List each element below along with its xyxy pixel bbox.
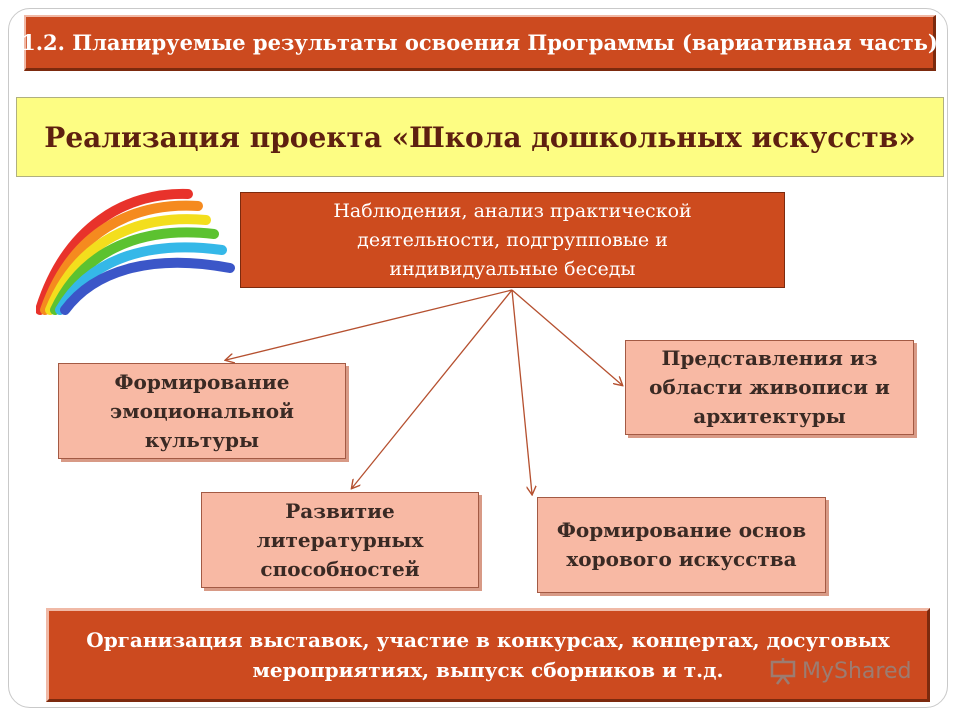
- footer-bar: Организация выставок, участие в конкурса…: [46, 608, 930, 702]
- project-title: Реализация проекта «Школа дошкольных иск…: [44, 120, 916, 154]
- node-choral-art-text: Формирование основ хорового искусства: [556, 518, 807, 571]
- arrow-to-painting: [511, 289, 622, 385]
- node-literary-abilities-text: Развитие литературных способностей: [256, 498, 424, 581]
- node-painting-architecture: Представления из области живописи и архи…: [625, 340, 914, 435]
- node-painting-architecture-text: Представления из области живописи и архи…: [649, 346, 890, 428]
- center-node: Наблюдения, анализ практической деятельн…: [240, 192, 785, 288]
- node-literary-abilities: Развитие литературных способностей: [201, 492, 479, 588]
- header-title: 1.2. Планируемые результаты освоения Про…: [21, 30, 938, 55]
- arrow-to-choral: [511, 289, 532, 494]
- watermark: MyShared: [768, 656, 911, 686]
- node-emotional-culture-text: Формирование эмоциональной культуры: [110, 369, 294, 452]
- node-emotional-culture: Формирование эмоциональной культуры: [58, 363, 346, 459]
- rainbow-icon: [36, 188, 235, 315]
- header-bar: 1.2. Планируемые результаты освоения Про…: [21, 15, 938, 71]
- footer-text: Организация выставок, участие в конкурса…: [86, 628, 890, 682]
- node-choral-art: Формирование основ хорового искусства: [537, 497, 826, 593]
- project-banner: Реализация проекта «Школа дошкольных иск…: [16, 97, 944, 177]
- arrow-to-literary: [352, 289, 513, 488]
- arrow-to-emotional: [226, 289, 513, 360]
- center-node-text: Наблюдения, анализ практической деятельн…: [333, 199, 692, 280]
- watermark-text: MyShared: [802, 658, 912, 684]
- presentation-icon: [770, 658, 796, 685]
